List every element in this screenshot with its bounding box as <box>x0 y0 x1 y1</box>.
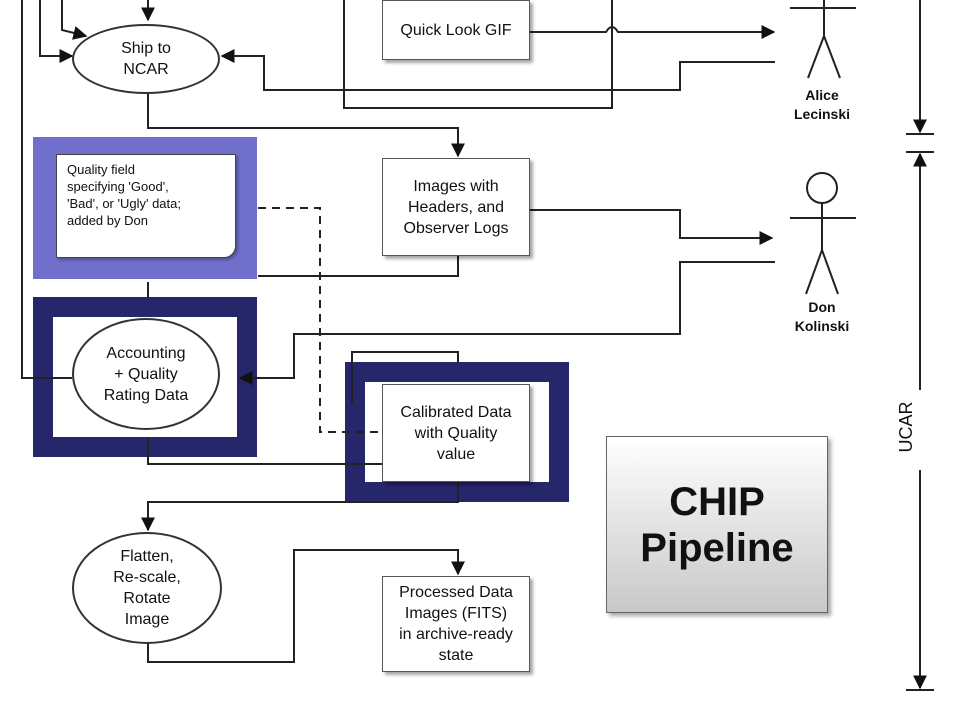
calibrated-data-box: Calibrated Data with Quality value <box>382 384 530 482</box>
ucar-label: UCAR <box>896 401 916 453</box>
alice-figure-icon <box>790 0 856 79</box>
chip-pipeline-label: CHIP Pipeline <box>606 436 828 613</box>
actor-don-label: Don Kolinski <box>794 299 850 334</box>
actor-alice-label: Alice Lecinski <box>793 87 851 122</box>
images-headers-box: Images with Headers, and Observer Logs <box>382 158 530 256</box>
highlight-accounting <box>33 297 257 457</box>
ship-to-ncar-oval: Ship to NCAR <box>72 24 220 94</box>
quick-look-gif-box: Quick Look GIF <box>382 0 530 60</box>
don-figure-icon <box>790 172 856 295</box>
accounting-oval: Accounting + Quality Rating Data <box>72 318 220 430</box>
quality-note: Quality field specifying 'Good', 'Bad', … <box>56 154 236 258</box>
flatten-oval: Flatten, Re-scale, Rotate Image <box>72 532 222 644</box>
processed-data-box: Processed Data Images (FITS) in archive-… <box>382 576 530 672</box>
